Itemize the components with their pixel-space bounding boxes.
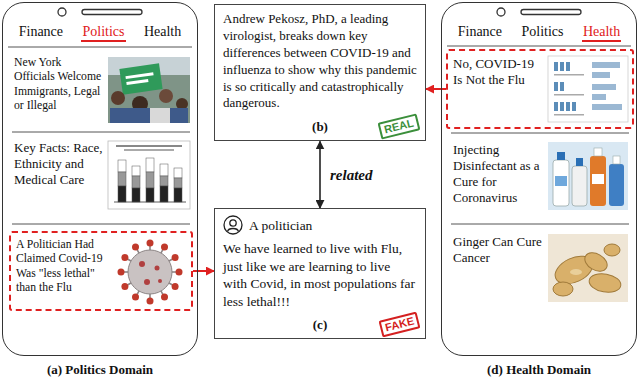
nav-tab: Finance [457,23,503,42]
post-body: We have learned to live with Flu, just l… [223,240,417,310]
panel-caption: (d) Health Domain [441,361,637,378]
panel-label: (c) [313,317,327,333]
card-body: Andrew Pekosz, PhD, a leading virologist… [223,11,417,112]
nav-tab: Finance [18,23,64,42]
headline: Injecting Disinfectant as a Cure for Cor… [448,137,543,205]
nav-bar: Finance Politics Health [9,23,191,42]
nav-tab: Health [582,23,621,42]
news-item: Ginger Can Cure Cancer [448,229,632,307]
connector-arrow [193,270,214,272]
person-icon [223,215,243,235]
verdict-stamp: FAKE [378,312,420,338]
headline: New York Officials Welcome Immigrants, L… [9,51,104,113]
ginger-photo [548,234,628,302]
news-item: Injecting Disinfectant as a Cure for Cor… [448,137,632,217]
post-header: A politician [223,215,417,235]
news-card: Andrew Pekosz, PhD, a leading virologist… [214,4,426,141]
phone-frame: Finance Politics HealthNo, COVID-19 Is Not… [441,2,637,356]
headline: Key Facts: Race, Ethnicity and Medical C… [9,135,104,188]
infographic-image [548,56,628,122]
news-item: No, COVID-19 Is Not the Flu [446,49,634,129]
headline: A Politician Had Claimed Covid-19 Was "l… [11,233,106,295]
nav-tab: Politics [520,23,564,42]
edge-label: related [328,166,375,184]
news-item: A Politician Had Claimed Covid-19 Was "l… [9,231,193,311]
panel-label: (b) [312,119,328,135]
crowd-photo [108,57,190,123]
nav-tab: Politics [81,23,125,42]
headline: No, COVID-19 Is Not the Flu [448,51,543,88]
disinfectant-bottles-photo [548,142,628,210]
headline: Ginger Can Cure Cancer [448,229,543,266]
news-item: Key Facts: Race, Ethnicity and Medical C… [9,135,193,215]
phone-frame: Finance Politics HealthNew York Officials … [2,2,198,356]
virus-illustration [118,240,183,305]
author-name: A politician [249,217,312,234]
connector-arrow [426,88,446,90]
panel-caption: (a) Politics Domain [2,361,198,378]
social-post: A politician We have learned to live with… [214,208,426,339]
nav-bar: Finance Politics Health [448,23,630,42]
verdict-stamp: REAL [378,114,421,140]
bar-chart-image [108,141,190,209]
connector-arrow [319,141,321,208]
news-item: New York Officials Welcome Immigrants, L… [9,51,193,129]
nav-tab: Health [143,23,182,42]
